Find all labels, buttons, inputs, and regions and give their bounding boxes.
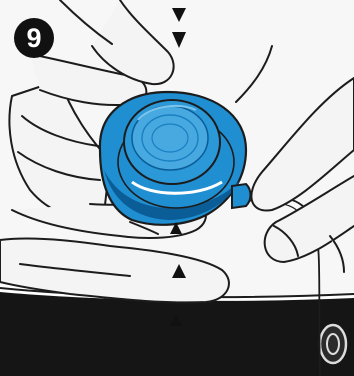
- ring-marker-icon: [320, 325, 346, 363]
- step-number-badge: 9: [14, 18, 54, 58]
- base-band: [0, 292, 354, 376]
